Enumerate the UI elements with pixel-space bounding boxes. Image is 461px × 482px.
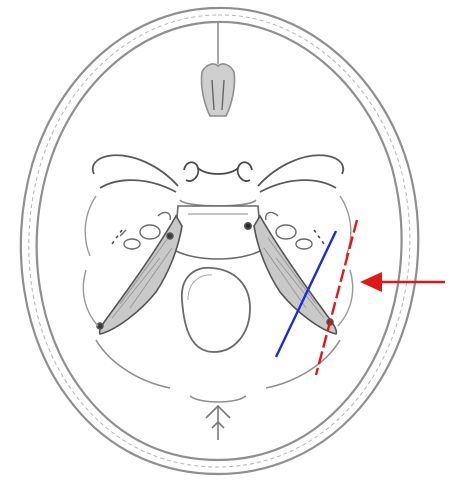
red-section-line [316, 220, 357, 375]
frontal-crest [201, 22, 234, 116]
right-sphenoid-ridge [258, 155, 343, 186]
arrow-left-icon [360, 272, 445, 292]
left-petrous-ridge [97, 216, 182, 334]
left-sphenoid-ridge [93, 155, 178, 186]
foramen-magnum [182, 268, 250, 352]
occipital-crest [206, 406, 230, 440]
clivus [174, 206, 262, 259]
sella-turcica [180, 162, 256, 206]
